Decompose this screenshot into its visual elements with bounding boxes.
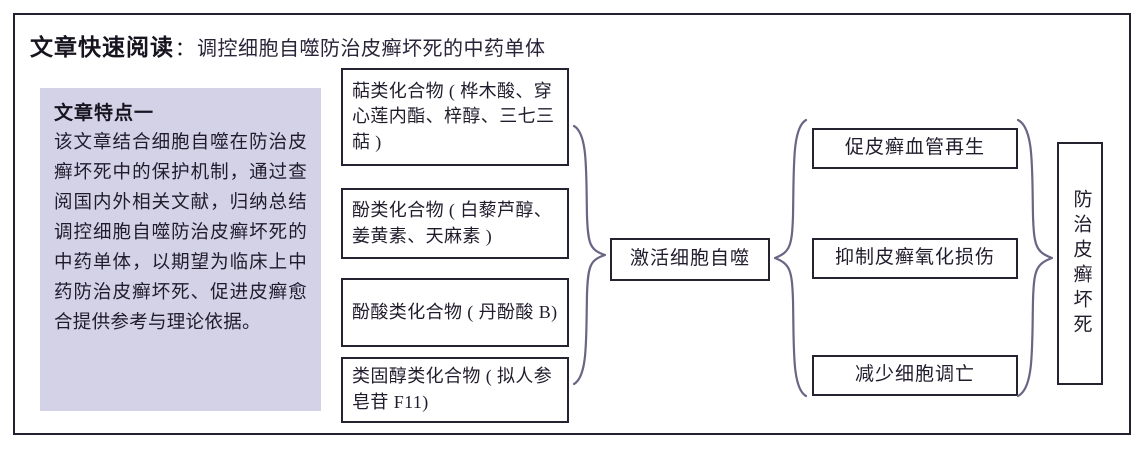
outcome-node-1: 促皮癣血管再生 (812, 128, 1018, 169)
compound-node-4: 类固醇类化合物 ( 拟人参皂苷 F11) (341, 357, 569, 423)
outcome-node-2-label: 抑制皮癣氧化损伤 (834, 247, 995, 269)
compound-node-3-label: 酚酸类化合物 ( 丹酚酸 B) (352, 301, 558, 322)
outcome-node-1-label: 促皮癣血管再生 (844, 137, 985, 159)
compound-node-4-label: 类固醇类化合物 ( 拟人参皂苷 F11) (352, 366, 553, 412)
central-node-label: 激活细胞自噬 (629, 248, 750, 270)
final-node: 防治皮癣坏死 (1057, 142, 1103, 385)
compound-node-2-label: 酚类化合物 ( 白藜芦醇、姜黄素、天麻素 ) (352, 199, 553, 246)
final-node-label: 防治皮癣坏死 (1070, 188, 1092, 339)
page-title-strong: 文章快速阅读 (30, 34, 174, 60)
compound-node-1-label: 萜类化合物 ( 桦木酸、穿心莲内酯、梓醇、三七三萜 ) (352, 80, 555, 152)
right-curly-brace-final-icon (1016, 118, 1056, 398)
feature-panel-heading: 文章特点一 (54, 103, 155, 124)
left-curly-brace-icon (772, 118, 808, 398)
compound-node-1: 萜类化合物 ( 桦木酸、穿心莲内酯、梓醇、三七三萜 ) (341, 68, 569, 166)
right-curly-brace-icon (572, 124, 608, 386)
outcome-node-2: 抑制皮癣氧化损伤 (812, 238, 1018, 279)
feature-panel: 文章特点一 该文章结合细胞自噬在防治皮癣坏死中的保护机制，通过查阅国内外相关文献… (40, 88, 321, 411)
page-title-colon: ： (175, 38, 195, 60)
page-title-subtitle: 调控细胞自噬防治皮癣坏死的中药单体 (197, 38, 546, 60)
central-node: 激活细胞自噬 (610, 238, 770, 281)
outer-frame (13, 13, 1131, 435)
page-title: 文章快速阅读 ： 调控细胞自噬防治皮癣坏死的中药单体 (30, 28, 546, 62)
outcome-node-3: 减少细胞调亡 (812, 355, 1018, 396)
compound-node-3: 酚酸类化合物 ( 丹酚酸 B) (341, 278, 569, 347)
outcome-node-3-label: 减少细胞调亡 (854, 364, 975, 386)
feature-panel-body: 该文章结合细胞自噬在防治皮癣坏死中的保护机制，通过查阅国内外相关文献，归纳总结调… (54, 133, 307, 333)
compound-node-2: 酚类化合物 ( 白藜芦醇、姜黄素、天麻素 ) (341, 188, 569, 259)
